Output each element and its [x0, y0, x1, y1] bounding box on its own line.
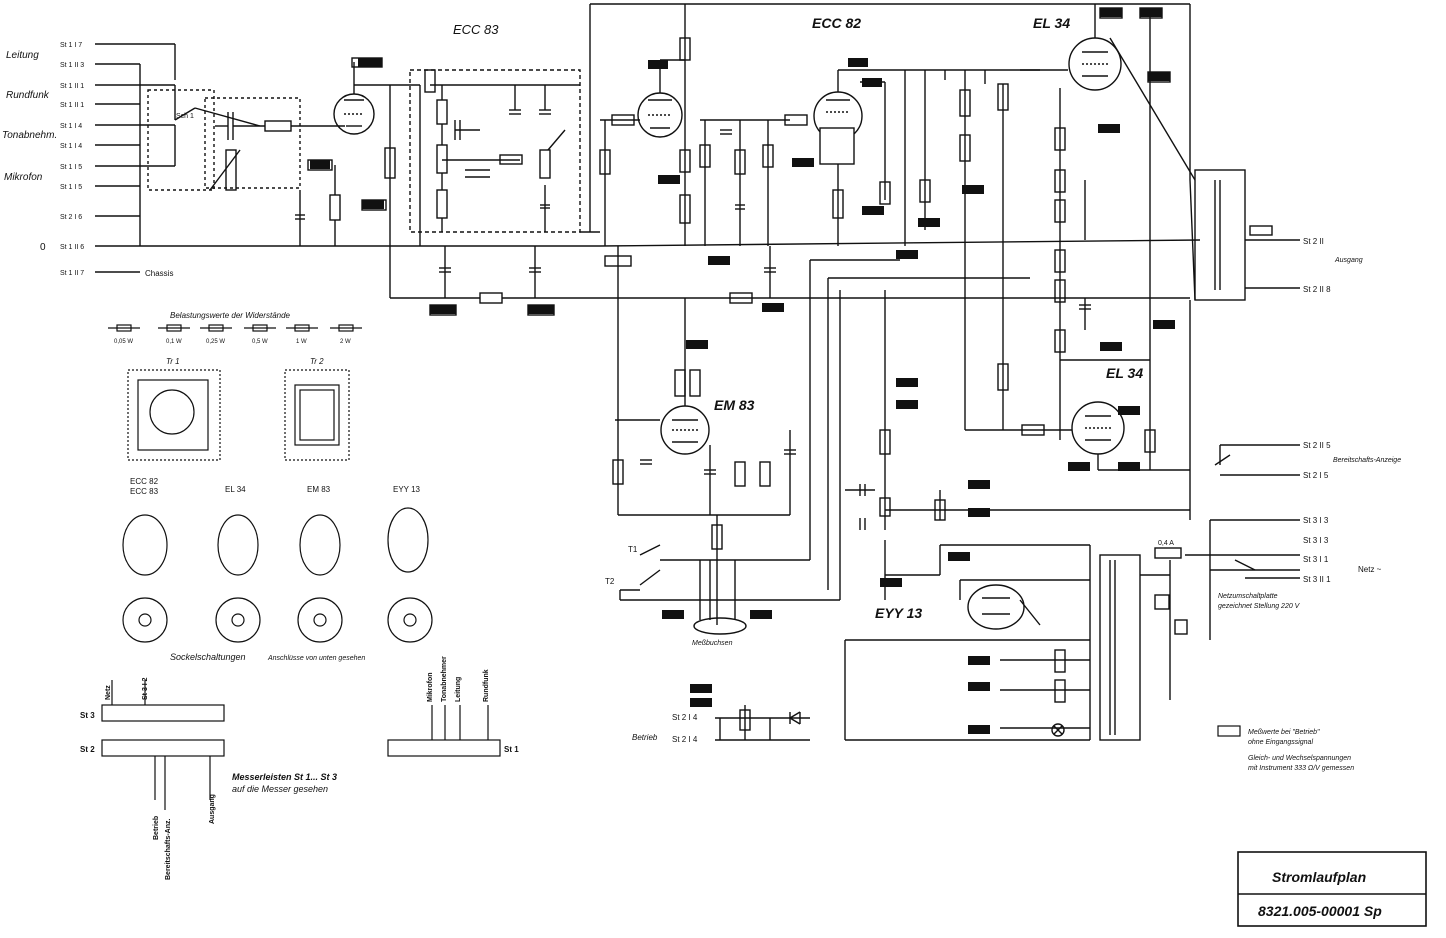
tr1-diagram [127, 369, 221, 461]
betrieb-label: Betrieb [632, 733, 658, 742]
tr2-diagram [284, 369, 350, 461]
rating-3: 0,5 W [252, 339, 268, 345]
strip-label-ausgang: Ausgang [209, 794, 216, 824]
output-transformer [1194, 169, 1246, 301]
net-pin-3: St 3 I 1 [1303, 555, 1329, 564]
rating-2: 0,25 W [206, 339, 225, 345]
input-label-zero: 0 [40, 242, 46, 253]
rating-1: 0,1 W [166, 339, 182, 345]
meter-note-2: mit Instrument 333 Ω/V gemessen [1248, 765, 1354, 772]
strip-st1: St 1 [504, 745, 519, 754]
socket-tube-3: EM 83 [307, 485, 331, 494]
input-label-rundfunk: Rundfunk [6, 90, 50, 101]
resistor-title: Belastungswerte der Widerstände [170, 311, 291, 320]
tube-label-v1: ECC 83 [453, 22, 499, 37]
tube-v6 [967, 584, 1025, 630]
strip-label-tonabnehmer: Tonabnehmer [441, 656, 448, 702]
input-pin-3: St 1 II 1 [60, 102, 84, 109]
socket-diagrams [122, 507, 433, 643]
strip-label-rundfunk: Rundfunk [483, 669, 490, 702]
input-pin-7: St 1 I 5 [60, 184, 82, 191]
box-note-2: ohne Eingangssignal [1248, 739, 1313, 746]
rating-5: 2 W [340, 339, 351, 345]
output-pin-2: St 2 II 8 [1303, 285, 1331, 294]
switch-t2-label: T2 [605, 577, 615, 586]
betrieb-pin-1: St 2 I 4 [672, 713, 698, 722]
rating-0: 0,05 W [114, 339, 133, 345]
input-pin-10: St 1 II 7 [60, 270, 84, 277]
strip-label-leitung: Leitung [455, 677, 462, 702]
betrieb-pin-2: St 2 I 4 [672, 735, 698, 744]
mains-note-1: Netzumschaltplatte [1218, 593, 1278, 600]
socket-tube-4: EYY 13 [393, 485, 421, 494]
title-block [1237, 851, 1427, 927]
input-label-tonabnehmer: Tonabnehm. [2, 130, 57, 141]
resistor-rating-symbols [108, 324, 362, 332]
net-pin-2: St 3 I 3 [1303, 536, 1329, 545]
socket-tube-1: ECC 83 [130, 487, 159, 496]
net-label: Netz ~ [1358, 565, 1382, 574]
tube-label-v3: EL 34 [1033, 15, 1070, 31]
input-pin-0: St 1 I 7 [60, 42, 82, 49]
strip-st3: St 3 [80, 711, 95, 720]
socket-tube-2: EL 34 [225, 485, 246, 494]
mains-note-2: gezeichnet Stellung 220 V [1218, 603, 1301, 610]
strip-label-st3i2: St 3 I 2 [142, 677, 149, 700]
tube-label-v5: EM 83 [714, 397, 755, 413]
net-pin-4: St 3 II 1 [1303, 575, 1331, 584]
meter-note-1: Gleich- und Wechselspannungen [1248, 755, 1351, 762]
tr1-label: Tr 1 [166, 357, 180, 366]
strip-label-bereitschaft: Bereitschafts-Anz. [165, 818, 172, 880]
input-label-leitung: Leitung [6, 50, 39, 61]
socket-tube-0: ECC 82 [130, 477, 159, 486]
messer-note-2: auf die Messer gesehen [232, 784, 328, 794]
messer-note-1: Messerleisten St 1... St 3 [232, 772, 337, 782]
tube-label-v2: ECC 82 [812, 15, 861, 31]
connector-strips [101, 680, 501, 810]
strip-label-betrieb: Betrieb [153, 816, 160, 840]
input-pin-1: St 1 II 3 [60, 62, 84, 69]
socket-title: Sockelschaltungen [170, 652, 246, 662]
input-bus-lines [95, 43, 600, 273]
input-pin-6: St 1 I 5 [60, 164, 82, 171]
input-label-chassis: Chassis [145, 269, 173, 278]
mains-transformer [1099, 554, 1141, 741]
standby-pin-2: St 2 I 5 [1303, 471, 1329, 480]
tube-label-v4: EL 34 [1106, 365, 1143, 381]
input-pin-4: St 1 I 4 [60, 123, 82, 130]
title-block-number: 8321.005-00001 Sp [1258, 903, 1382, 919]
output-label: Ausgang [1334, 257, 1363, 264]
socket-note: Anschlüsse von unten gesehen [267, 655, 365, 662]
input-pin-2: St 1 II 1 [60, 83, 84, 90]
standby-label: Bereitschafts-Anzeige [1333, 457, 1401, 464]
switch-label: Sch 1 [176, 113, 194, 120]
box-note-1: Meßwerte bei "Betrieb" [1248, 729, 1320, 736]
strip-st2: St 2 [80, 745, 95, 754]
title-block-title: Stromlaufplan [1272, 869, 1366, 885]
net-pin-1: St 3 I 3 [1303, 516, 1329, 525]
output-pin-1: St 2 II [1303, 237, 1324, 246]
input-pin-8: St 2 I 6 [60, 214, 82, 221]
fuse-value: 0,4 A [1158, 540, 1174, 547]
input-switch-box [147, 89, 215, 191]
strip-label-mikrofon: Mikrofon [427, 672, 434, 702]
input-pin-5: St 1 I 4 [60, 143, 82, 150]
input-pin-9: St 1 II 6 [60, 244, 84, 251]
tube-label-v6: EYY 13 [875, 605, 922, 621]
jacks-label: Meßbuchsen [692, 640, 733, 647]
measurement-jacks [693, 617, 747, 635]
input-label-mikrofon: Mikrofon [4, 172, 43, 183]
switch-t1-label: T1 [628, 545, 638, 554]
rating-4: 1 W [296, 339, 307, 345]
standby-pin-1: St 2 II 5 [1303, 441, 1331, 450]
tr2-label: Tr 2 [310, 357, 324, 366]
strip-label-netz: Netz [105, 685, 112, 700]
